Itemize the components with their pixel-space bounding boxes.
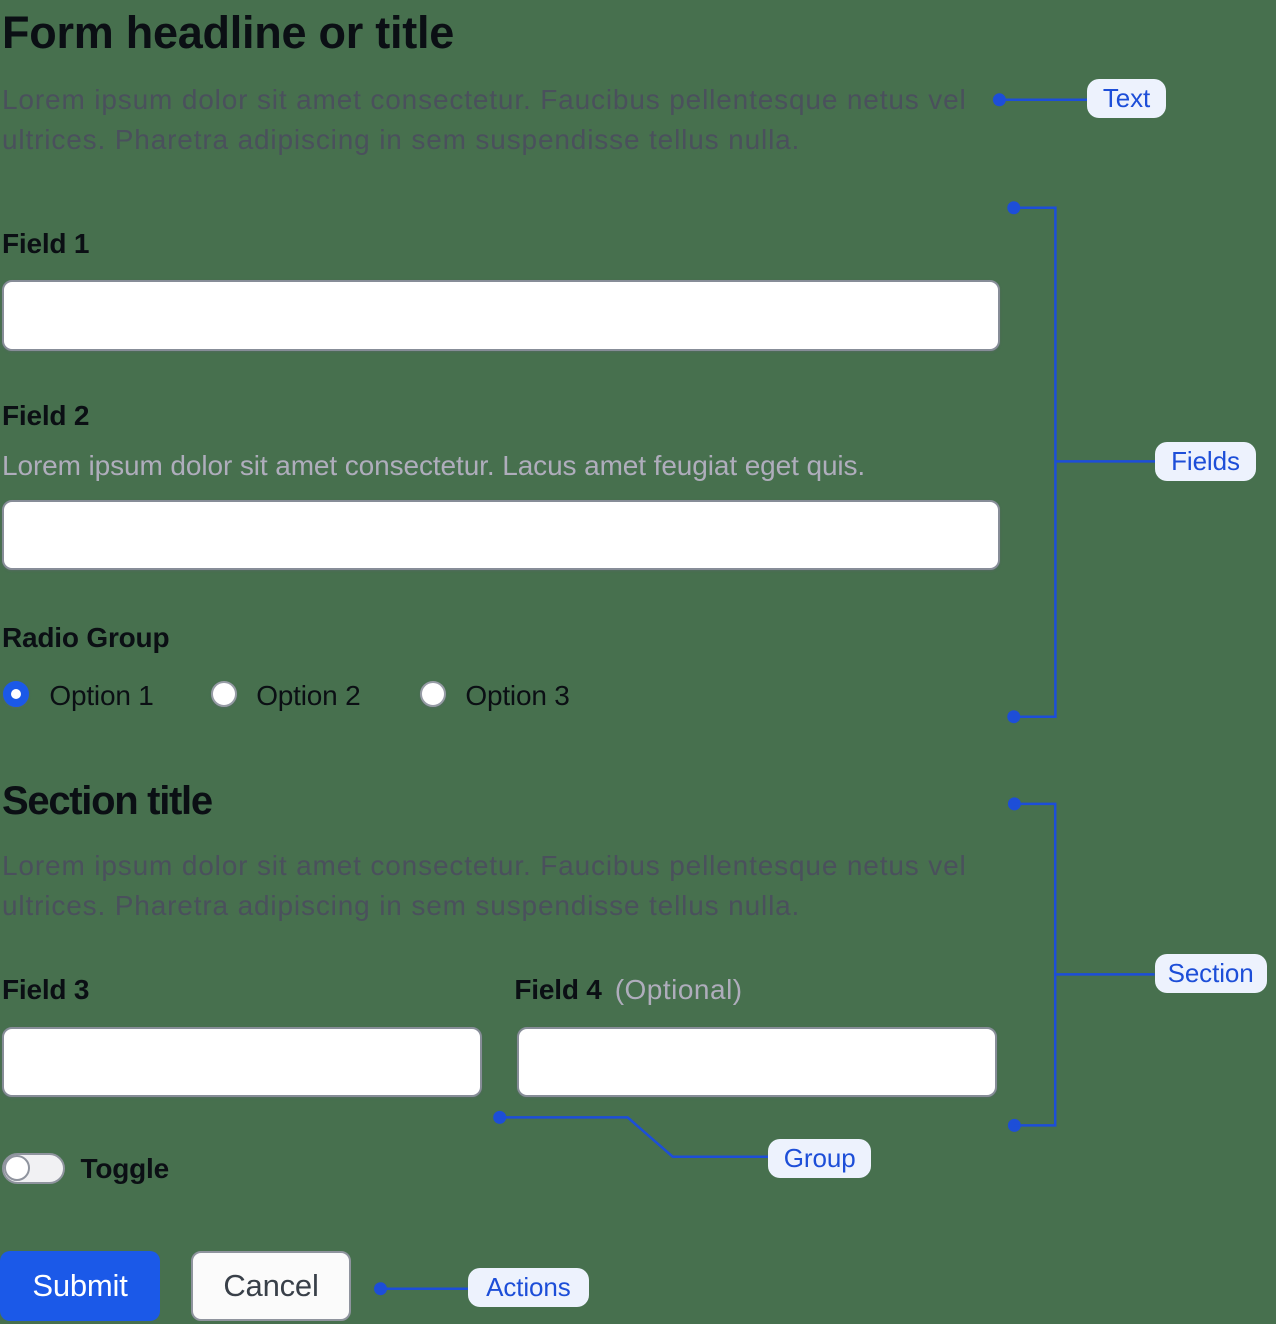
field2-label: Field 2 <box>2 400 90 431</box>
section-annotation-pill: Section <box>1154 953 1267 993</box>
field4-optional-hint: (Optional) <box>614 974 743 1005</box>
group-annotation-pill: Group <box>768 1138 872 1178</box>
field4-label: Field 4 <box>514 974 602 1005</box>
submit-button[interactable]: Submit <box>0 1251 160 1321</box>
field4-input[interactable] <box>517 1027 997 1097</box>
cancel-button[interactable]: Cancel <box>191 1251 351 1321</box>
toggle-label: Toggle <box>80 1153 170 1184</box>
actions-annotation-pill: Actions <box>467 1267 589 1307</box>
field2-helper-text: Lorem ipsum dolor sit amet consectetur. … <box>2 450 866 481</box>
group-annotation-line <box>499 1116 769 1158</box>
radio-group-label: Radio Group <box>2 622 170 653</box>
text-annotation-pill: Text <box>1087 79 1166 119</box>
field1-label: Field 1 <box>2 228 90 259</box>
fields-annotation-pill: Fields <box>1155 442 1256 481</box>
form-title: Form headline or title <box>2 7 455 58</box>
form-intro-text: Lorem ipsum dolor sit amet consectetur. … <box>2 84 967 155</box>
toggle-knob[interactable] <box>4 1155 30 1182</box>
field4-label-row: Field 4 (Optional) <box>514 976 742 1004</box>
radio-option1-label[interactable]: Option 1 <box>49 679 154 711</box>
section-title: Section title <box>2 779 213 823</box>
section-text: Lorem ipsum dolor sit amet consectetur. … <box>2 849 967 921</box>
radio-option3-label[interactable]: Option 3 <box>465 679 570 711</box>
section-bracket-line <box>1014 802 1057 1127</box>
field3-label: Field 3 <box>2 974 90 1005</box>
radio-option1-control[interactable] <box>2 680 29 707</box>
field2-input[interactable] <box>2 500 1000 570</box>
radio-option3-control[interactable] <box>419 680 446 707</box>
radio-option2-control[interactable] <box>210 680 237 707</box>
fields-bracket-line <box>1013 206 1057 718</box>
toggle-switch[interactable] <box>2 1152 65 1184</box>
field1-input[interactable] <box>2 280 1000 351</box>
field3-input[interactable] <box>2 1027 482 1097</box>
radio-option2-label[interactable]: Option 2 <box>256 679 361 711</box>
